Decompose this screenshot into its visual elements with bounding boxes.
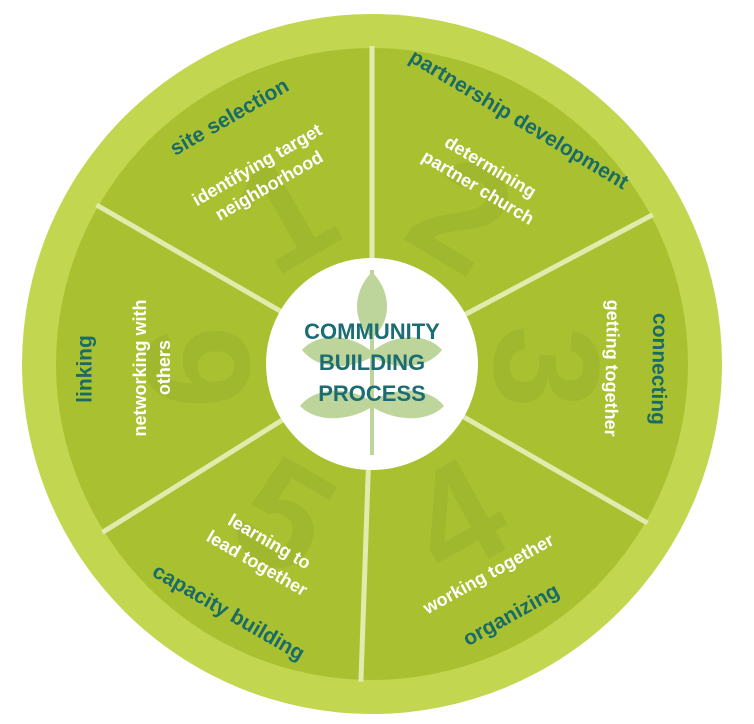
segment-number: 6 bbox=[113, 325, 281, 408]
divider-line bbox=[358, 469, 371, 682]
segment-number: 3 bbox=[462, 324, 631, 410]
segment-description-line: networking with bbox=[130, 300, 150, 437]
center-line-2: BUILDING bbox=[319, 350, 425, 375]
divider-line bbox=[464, 212, 654, 317]
divider-line bbox=[462, 414, 649, 526]
divider-line bbox=[100, 418, 284, 535]
segment-dividers bbox=[95, 46, 654, 682]
segment-description-line: others bbox=[154, 340, 174, 395]
leaf-sprig-icon bbox=[300, 270, 444, 455]
segment-description-line: getting together bbox=[601, 300, 623, 437]
segment-title: linking bbox=[74, 335, 97, 403]
center-title: COMMUNITY BUILDING PROCESS bbox=[304, 319, 440, 406]
segment-title: connecting bbox=[646, 313, 671, 425]
center-line-3: PROCESS bbox=[318, 381, 426, 406]
center-line-1: COMMUNITY bbox=[304, 319, 440, 344]
divider-line bbox=[95, 202, 282, 314]
